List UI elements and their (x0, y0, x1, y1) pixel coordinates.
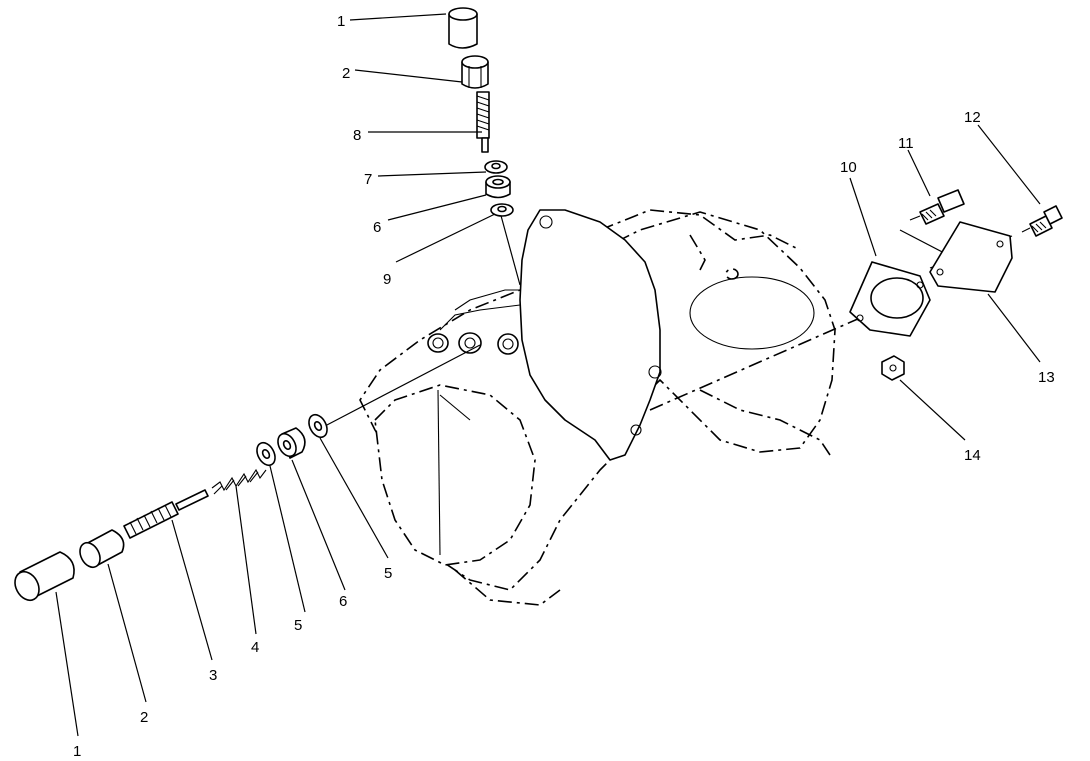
bolt-right (1021, 205, 1063, 237)
bolt-left (909, 189, 965, 225)
locknut-top (461, 55, 489, 89)
callout-14: 14 (964, 447, 981, 464)
nut-top (485, 175, 511, 199)
stem-side (123, 489, 209, 539)
callout-8: 8 (353, 127, 361, 144)
callout-7: 7 (364, 171, 372, 188)
callout-5-right: 5 (384, 565, 392, 582)
lower-cover (374, 384, 536, 566)
front-flange (519, 209, 661, 461)
top-adjuster-assembly (448, 7, 514, 217)
gearcase-housing (359, 209, 836, 606)
spring-side (211, 468, 267, 495)
side-adjuster-assembly (14, 413, 328, 602)
cover-assembly (849, 189, 1063, 381)
housing-bosses (427, 289, 521, 355)
cap-side (14, 551, 75, 602)
washer-side (256, 441, 276, 467)
gasket (849, 261, 931, 337)
cover-plate (929, 221, 1013, 293)
leader-lines (55, 13, 1041, 737)
callout-12: 12 (964, 109, 981, 126)
callout-1-side: 1 (73, 743, 81, 760)
callout-numbers: 1 2 8 7 6 9 10 11 12 13 14 5 6 5 4 3 2 1 (73, 13, 1055, 760)
callout-6-side: 6 (339, 593, 347, 610)
washer-top-2 (490, 203, 514, 217)
callout-2-top: 2 (342, 65, 350, 82)
callout-11: 11 (898, 135, 914, 152)
callout-10: 10 (840, 159, 857, 176)
callout-2-side: 2 (140, 709, 148, 726)
callout-13: 13 (1038, 369, 1055, 386)
callout-1-top: 1 (337, 13, 345, 30)
nut-side (277, 427, 306, 459)
callout-9: 9 (383, 271, 391, 288)
washer-side-2 (308, 413, 328, 439)
port-opening (689, 276, 815, 350)
callout-4: 4 (251, 639, 259, 656)
cap-top (448, 7, 478, 49)
screw-top (476, 91, 490, 153)
callout-3: 3 (209, 667, 217, 684)
washer-top (484, 160, 508, 174)
locknut-side (79, 529, 125, 569)
callout-6-top: 6 (373, 219, 381, 236)
cover-nut (881, 355, 905, 381)
callout-5-left: 5 (294, 617, 302, 634)
